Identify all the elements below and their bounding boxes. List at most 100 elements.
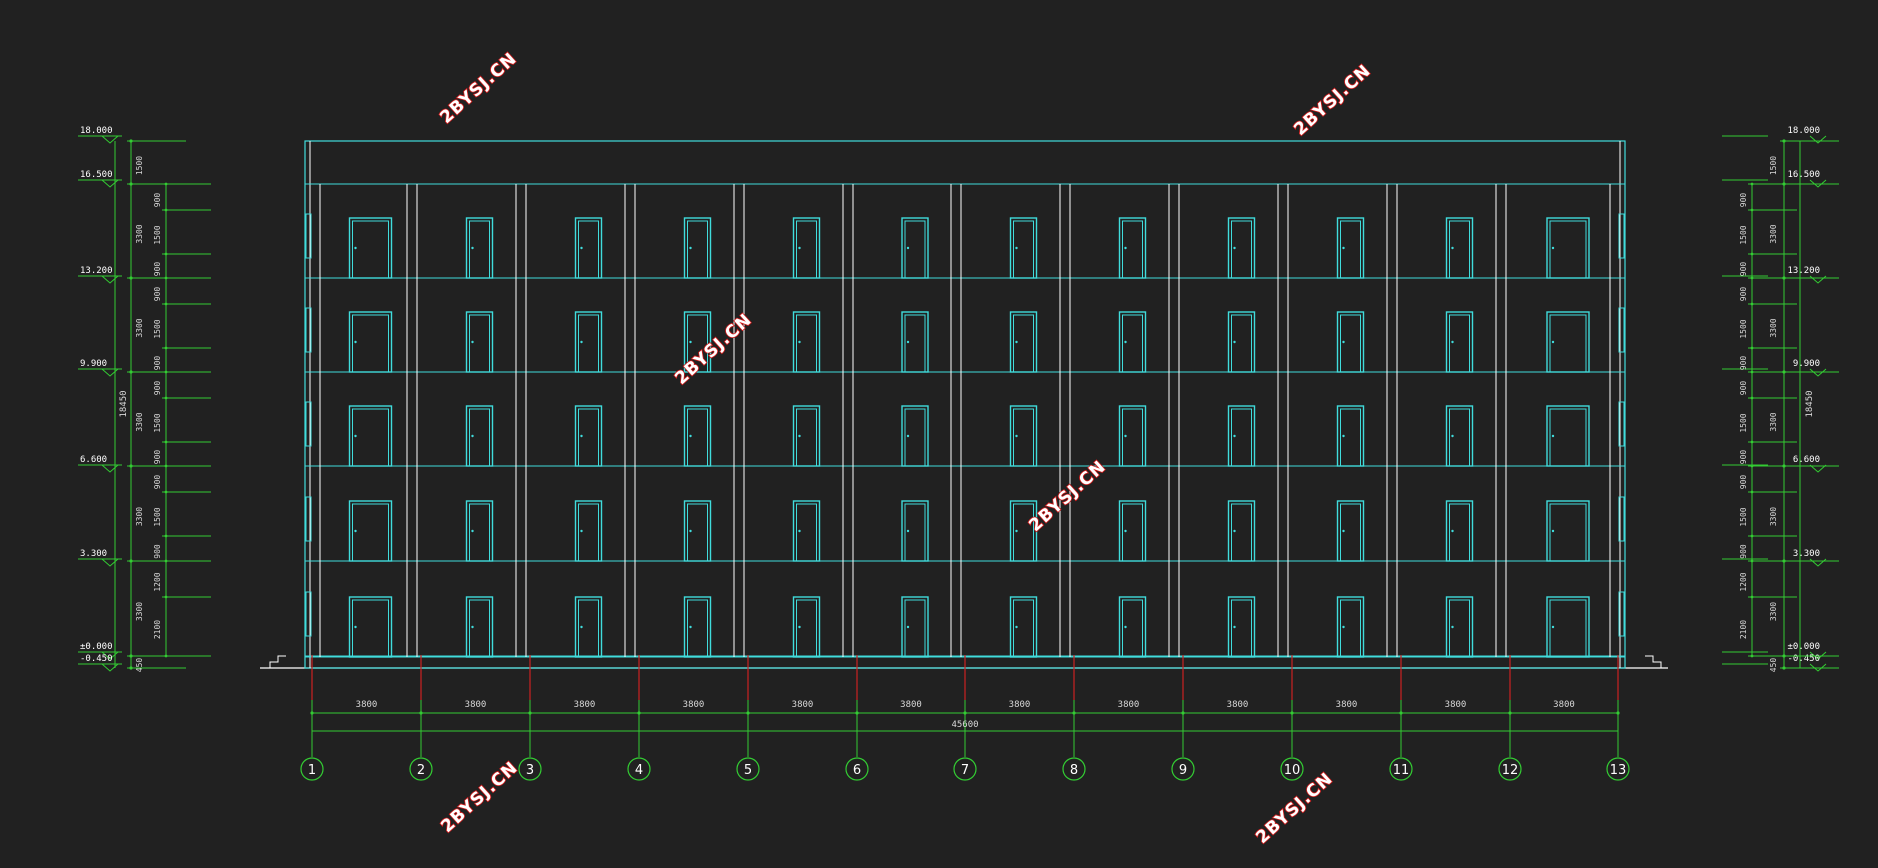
door <box>574 500 603 562</box>
door-handle <box>1015 246 1018 250</box>
axis-label: 5 <box>744 763 752 778</box>
vertical-dimension-label: 3300 <box>1769 224 1778 243</box>
door-leaf <box>1549 599 1587 658</box>
door <box>901 405 929 467</box>
door-handle <box>1451 434 1454 438</box>
axis-label: 1 <box>308 763 316 778</box>
vertical-dimension-label: 450 <box>1769 658 1778 673</box>
level-triangle <box>101 135 119 144</box>
door-leaf <box>1340 599 1361 658</box>
door-leaf <box>1340 408 1361 467</box>
bay-dimension-label: 3800 <box>574 700 596 710</box>
door-handle <box>906 434 910 438</box>
door-leaf <box>687 314 708 373</box>
door-frame <box>1227 217 1256 279</box>
door-leaf <box>1340 314 1361 373</box>
door-handle <box>580 340 583 344</box>
level-triangle <box>101 368 119 377</box>
door <box>901 217 929 279</box>
axis-bubble <box>1062 757 1086 781</box>
detail-dot <box>164 654 168 658</box>
axis-label: 9 <box>1179 763 1187 778</box>
detail-dot <box>164 252 168 256</box>
door-frame <box>792 500 821 562</box>
detail-dot <box>1750 440 1754 444</box>
door-handle <box>1451 529 1454 533</box>
vertical-dimension-label: 3300 <box>135 602 144 621</box>
detail-dot <box>1750 534 1754 538</box>
door <box>683 405 712 467</box>
door-handle <box>580 434 583 438</box>
detail-dimension-label: 900 <box>153 287 162 302</box>
detail-dot <box>164 370 168 374</box>
door <box>1118 596 1147 658</box>
detail-dot <box>164 276 168 280</box>
detail-dot <box>164 208 168 212</box>
door-handle <box>1342 625 1345 629</box>
level-label: 3.300 <box>80 549 107 559</box>
bay-dimension-label: 3800 <box>1227 700 1249 710</box>
door-frame <box>1118 405 1147 467</box>
end-window <box>1618 213 1625 259</box>
level-label: 13.200 <box>80 266 113 276</box>
dimension-tick <box>1508 711 1512 715</box>
door-leaf <box>578 314 599 373</box>
detail-dot <box>164 559 168 563</box>
door-leaf <box>1122 599 1143 658</box>
dimension-dot <box>129 559 133 563</box>
door-handle <box>1233 246 1236 250</box>
bay-dimension-label: 3800 <box>465 700 487 710</box>
door-frame <box>465 311 494 373</box>
level-triangle <box>1809 135 1827 144</box>
door-frame <box>465 596 494 658</box>
door-handle <box>1451 340 1454 344</box>
dimension-dot <box>1782 666 1786 670</box>
door-leaf <box>796 408 817 467</box>
vertical-dimension-label: 3300 <box>1769 602 1778 621</box>
door <box>465 405 494 467</box>
detail-dot <box>1750 276 1754 280</box>
door-frame <box>1118 217 1147 279</box>
end-window <box>1618 591 1625 637</box>
watermark: 2BYSJ.CN <box>437 758 522 837</box>
level-label: 16.500 <box>80 170 113 180</box>
door-leaf <box>469 408 490 467</box>
door-frame <box>1009 405 1038 467</box>
left-steps <box>262 655 286 669</box>
detail-dot <box>1750 464 1754 468</box>
axis-bubble <box>300 757 324 781</box>
detail-dot <box>1750 302 1754 306</box>
door-handle <box>580 246 583 250</box>
door-leaf <box>1122 503 1143 562</box>
door-frame <box>1118 500 1147 562</box>
door-frame <box>1445 500 1474 562</box>
door-handle <box>354 434 357 438</box>
door <box>1336 405 1365 467</box>
axis-label: 8 <box>1070 763 1078 778</box>
detail-dot <box>1750 490 1754 494</box>
door-handle <box>689 625 692 629</box>
door-frame <box>901 217 929 279</box>
door <box>1227 405 1256 467</box>
level-triangle <box>101 464 119 473</box>
door <box>792 596 821 658</box>
door-leaf <box>469 314 490 373</box>
detail-dimension-label: 900 <box>1739 193 1748 208</box>
axis-bubble <box>736 757 760 781</box>
door-leaf <box>904 599 926 658</box>
door <box>1336 596 1365 658</box>
dimension-dot <box>129 370 133 374</box>
door-frame <box>792 405 821 467</box>
door-leaf <box>1231 220 1252 279</box>
door-leaf <box>904 220 926 279</box>
door <box>465 596 494 658</box>
dimension-dot <box>129 654 133 658</box>
level-triangle <box>101 275 119 284</box>
door <box>901 596 929 658</box>
door-frame <box>901 311 929 373</box>
level-label: 18.000 <box>80 126 113 136</box>
level-triangle <box>1809 179 1827 188</box>
door-handle <box>354 529 357 533</box>
level-label: 3.300 <box>1793 549 1820 559</box>
door-frame <box>901 500 929 562</box>
